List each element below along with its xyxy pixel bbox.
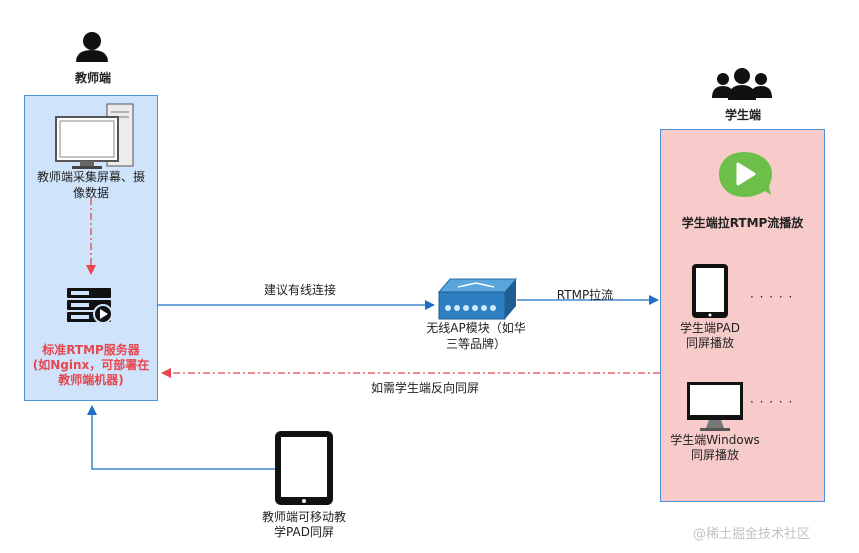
student-pad-label-line1: 学生端PAD: [680, 321, 740, 335]
teacher-pad-to-server-arrow: [87, 405, 275, 470]
teacher-person-icon: [76, 32, 108, 62]
student-windows-monitor-icon: [687, 382, 743, 431]
server-label-line1: 标准RTMP服务器: [42, 343, 140, 357]
rtmp-pull-label: RTMP拉流: [556, 288, 614, 302]
reverse-cast-label: 如需学生端反向同屏: [370, 381, 479, 395]
student-windows-ellipsis: · · · · ·: [750, 395, 794, 409]
server-label-line2: (如Nginx，可部署在: [32, 358, 150, 372]
ap-label-line2: 三等品牌）: [445, 337, 506, 351]
rtmp-server-icon: [67, 288, 113, 324]
student-pad-icon: [692, 264, 728, 318]
capture-label-line2: 像数据: [72, 186, 109, 200]
wired-connection-label: 建议有线连接: [263, 283, 336, 297]
student-pad-label-line2: 同屏播放: [685, 336, 734, 350]
teacher-mobile-pad-label-line2: 学PAD同屏: [274, 525, 334, 539]
student-windows-label-line2: 同屏播放: [690, 448, 739, 462]
student-pull-label: 学生端拉RTMP流播放: [681, 216, 804, 230]
student-pad-ellipsis: · · · · ·: [750, 290, 794, 304]
desktop-computer-icon: [55, 103, 134, 169]
teacher-mobile-pad-label-line1: 教师端可移动教: [261, 510, 346, 524]
watermark: @稀土掘金技术社区: [693, 527, 811, 542]
student-role-label: 学生端: [724, 108, 761, 122]
wireless-ap-icon: [437, 278, 518, 320]
player-app-icon: [719, 152, 772, 197]
student-windows-label-line1: 学生端Windows: [670, 433, 760, 447]
teacher-mobile-pad-icon: [275, 431, 333, 505]
teacher-role-label: 教师端: [74, 71, 111, 85]
server-label-line3: 教师端机器): [58, 373, 124, 387]
student-group-icon: [712, 68, 772, 100]
ap-label-line1: 无线AP模块（如华: [426, 321, 526, 335]
capture-label-line1: 教师端采集屏幕、摄: [36, 170, 145, 184]
